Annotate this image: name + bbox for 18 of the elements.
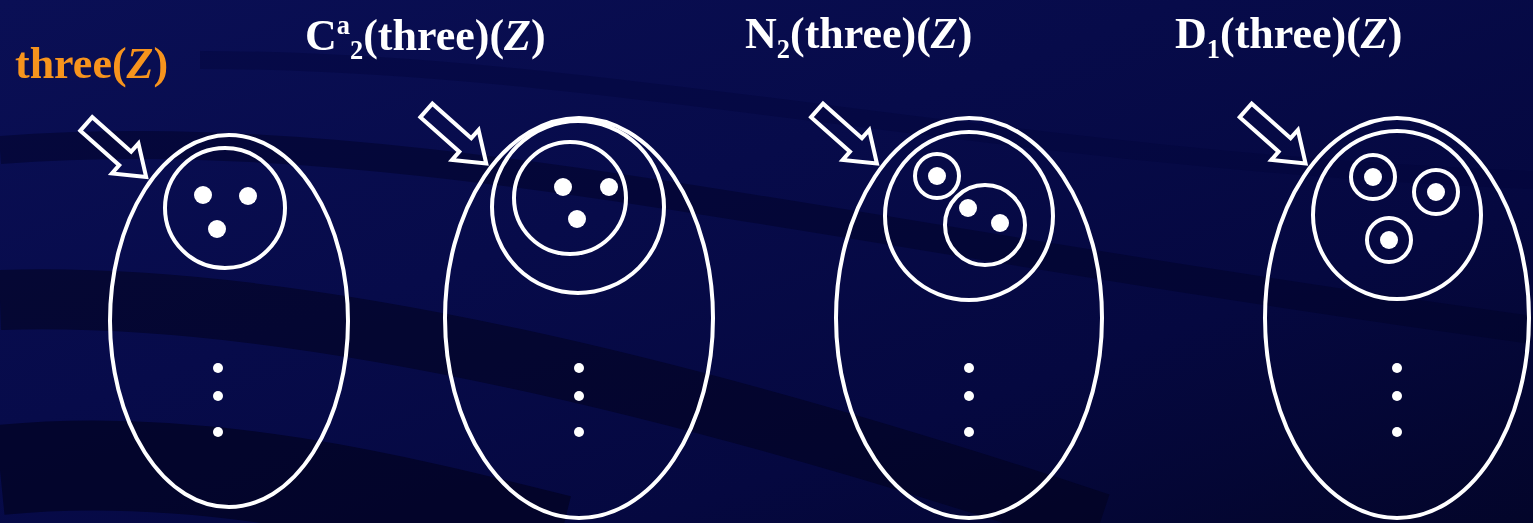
circle-region — [913, 152, 961, 200]
hollow-arrow — [77, 114, 149, 180]
circle-region — [1365, 216, 1413, 264]
hollow-arrow — [1236, 100, 1309, 166]
panel-title: D$_{1}$(three)(Z) — [1175, 12, 1403, 63]
circle-region — [163, 146, 287, 270]
hollow-arrow — [808, 100, 880, 166]
circle-region — [1412, 168, 1460, 216]
circle-region — [883, 130, 1055, 302]
circle-region — [1349, 153, 1397, 201]
panel-title: three(Z) — [15, 42, 169, 86]
circle-region — [490, 119, 666, 295]
panel-title: C$^{a}$$_{2}$(three)(Z) — [305, 12, 546, 64]
circle-region — [512, 140, 628, 256]
hollow-arrow — [417, 100, 489, 166]
circle-region — [1311, 129, 1483, 301]
panel-title: N$_{2}$(three)(Z) — [745, 12, 973, 63]
circle-region — [943, 183, 1027, 267]
